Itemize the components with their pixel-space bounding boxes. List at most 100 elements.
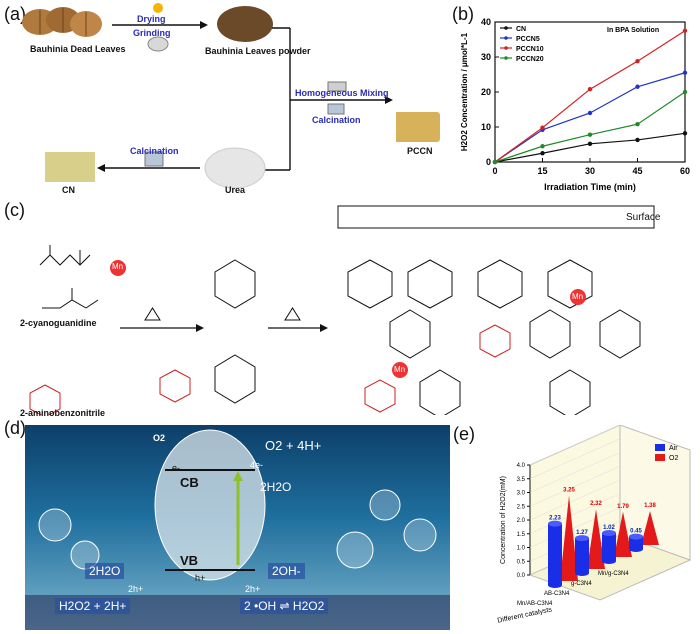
bar-air-base [575,570,589,576]
data-point-PCCN10 [587,87,593,92]
data-point-PCCN10 [540,125,545,130]
furnace-icon [327,103,345,115]
vb-label: VB [180,553,199,568]
x-tick-label: 45 [632,166,642,176]
bar-air [548,523,562,585]
y-tick-label: 0 [486,157,491,167]
surface-box [337,205,655,229]
mn-ion-icon-2 [570,289,586,305]
data-label-o2: 2.32 [590,501,602,507]
category-label: Mn/g-C3N4 [598,571,629,577]
leaves-powder-label: Bauhinia Leaves powder [205,46,311,56]
grid-line [529,507,621,548]
calcination-label-1: Calcination [312,115,361,125]
y-tick-label: 2.5 [517,504,526,510]
bar-air [575,538,589,573]
melamine-structure [214,259,256,309]
cyanoguanidine-structure [42,288,99,309]
dead-leaves-label: Bauhinia Dead Leaves [30,44,126,54]
data-label-air: 1.27 [576,530,588,536]
grinding-label: Grinding [133,28,171,38]
catalyst-particle [154,429,266,581]
dead-leaves-image [22,7,102,37]
series-line-PCCN20 [494,91,686,163]
data-point-CN [540,151,545,156]
four-e-label: 4e- [250,460,264,470]
homogeneous-mixing-label: Homogeneous Mixing [295,88,389,98]
bar-air-base [548,582,562,588]
data-label-o2: 1.38 [644,503,656,509]
o2-4h-label: O2 + 4H+ [265,438,322,453]
panel-a-diagram [22,3,418,189]
furnace-icon-2 [144,151,164,167]
mn-ion-icon-3 [392,362,408,378]
data-point-CN [682,131,688,136]
cn-label: CN [62,185,75,195]
benzene-ring-red [159,369,191,403]
y-tick-label: 3.5 [517,477,526,483]
surface-label: Surface [626,212,661,223]
grid-line [529,438,621,479]
y-tick-label: 40 [481,17,491,27]
x-tick-label: 30 [585,166,595,176]
y-tick-label: 2.0 [517,518,526,524]
electrons-label: e- [172,463,181,473]
legend-marker [504,46,508,50]
y-axis-label: Concentration of H2O2(mM) [500,476,507,564]
grid-line [529,466,621,507]
bubble-3 [336,531,374,569]
drying-label: Drying [137,14,166,24]
bar-air [629,536,643,549]
grid-line [529,425,621,466]
polymer-network [347,259,641,415]
data-point-PCCN20 [635,122,640,127]
x-axis-label: Different catalysts [497,606,553,624]
y-tick-label: 3.0 [517,491,526,497]
bubble-5 [403,518,437,552]
y-tick-label: 1.0 [517,546,526,552]
grid-line [529,493,621,534]
grid-line [529,479,621,521]
two-h-left-label: 2h+ [128,584,144,594]
bar-air [602,532,616,561]
bar-o2 [560,495,578,581]
series-line-PCCN5 [494,72,686,163]
data-point-CN [635,137,640,143]
data-point-PCCN5 [635,84,640,89]
data-point-PCCN5 [682,70,688,75]
legend-label: O2 [669,455,678,462]
legend-marker [504,56,508,60]
data-label-air: 0.45 [630,529,642,535]
bar-o2 [587,509,605,569]
data-point-PCCN20 [492,159,498,165]
mn-label-3: Mn [394,365,406,374]
data-point-PCCN5 [587,110,593,116]
mn-label-1: Mn [112,262,124,271]
y-tick-label: 20 [481,87,491,97]
y-axis-label: H2O2 Concentration / μmol*L-1 [460,32,469,151]
two-h2o-right-label: 2H2O [260,480,292,494]
sun-icon [153,3,163,13]
y-tick-label: 30 [481,52,491,62]
legend-label: Air [669,445,678,452]
series-line-CN [494,132,686,163]
bar-air-top [548,520,562,527]
panel-c-diagram [29,205,655,415]
legend-marker [504,26,508,30]
legend-label: PCCN20 [516,56,544,63]
pccn-label: PCCN [407,146,433,156]
mn-ion-icon [110,260,126,276]
two-oh-label: 2OH- [268,563,305,579]
panel-b-label: (b) [452,4,474,24]
data-point-PCCN10 [635,59,640,64]
y-tick-label: 0.0 [517,573,526,579]
panel-a-label: (a) [4,4,26,24]
legend-marker [504,36,508,40]
x-tick-label: 15 [537,166,547,176]
grid-line [529,452,621,493]
data-point-PCCN10 [682,28,688,33]
panel-c-label: (c) [4,200,25,220]
calcination-label-2: Calcination [130,146,179,156]
data-label-o2: 3.25 [563,488,575,494]
